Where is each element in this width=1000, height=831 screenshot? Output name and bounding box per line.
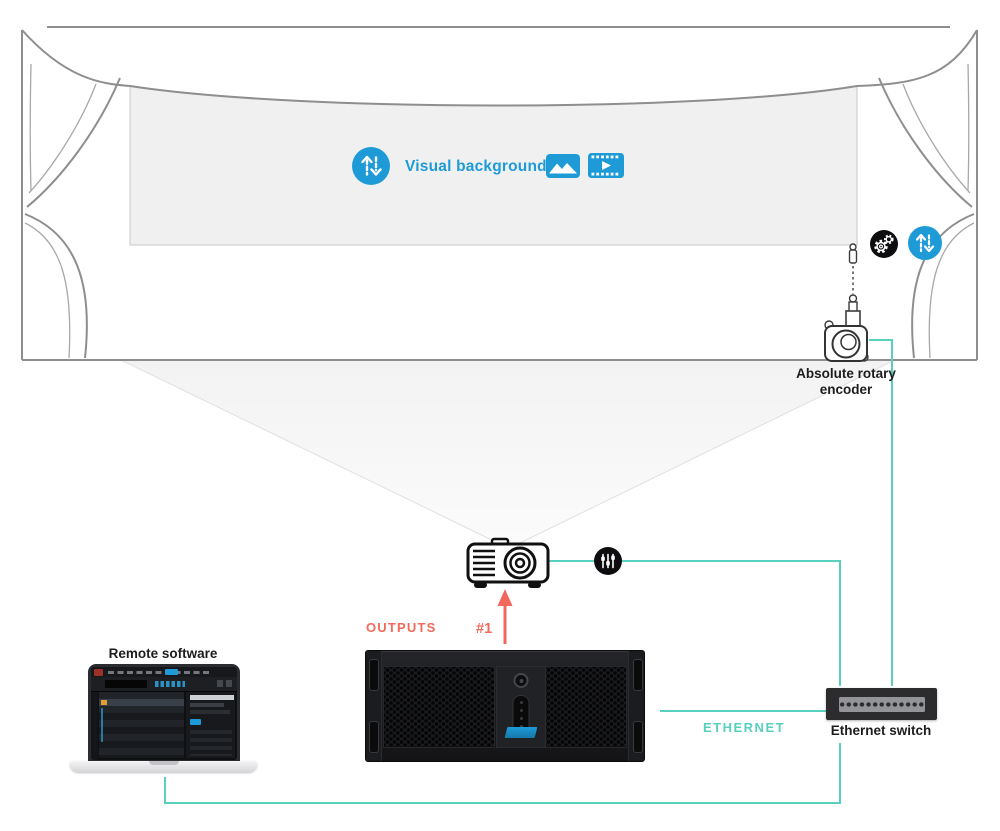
connection-switch-to-laptop [164,743,841,804]
rack-rail-right [628,651,644,761]
laptop-base [70,761,257,772]
property-field [190,710,230,714]
laptop-notch [148,761,179,765]
connection-encoder-to-switch [869,339,893,686]
visual-background-label: Visual background [405,158,547,175]
projector-icon [466,537,550,588]
ethernet-label: ETHERNET [703,720,786,735]
cue-row-selected [99,699,184,706]
tool-rail [91,692,98,760]
image-icon [546,154,580,178]
stage-frame [21,26,978,360]
time-display [105,680,147,688]
rack-handle [633,721,643,753]
properties-panel [186,692,235,758]
rack-mesh-left [383,666,495,748]
valance-curtain [21,29,978,107]
laptop-screen [88,664,240,763]
cue-list-fader [100,708,103,742]
laptop [70,664,257,774]
app-menubar [91,667,237,677]
menu-item-active [165,669,178,675]
app-logo [94,669,103,676]
connection-projector-to-switch [548,560,841,686]
rotary-encoder-icon [824,243,869,362]
media-server [365,650,645,762]
gears-icon [870,230,898,258]
projection-beam [122,360,894,544]
rack-handle [633,659,643,691]
lock-icon [513,673,529,688]
rack-center-panel [496,666,546,748]
up-down-arrows-icon [908,226,942,260]
menu-items [108,671,212,674]
rack-mesh-right [544,666,627,748]
rack-handle [369,721,379,753]
remote-software-ui [91,667,237,760]
sliders-icon [594,547,622,575]
left-curtain [24,63,121,359]
ethernet-switch-label: Ethernet switch [830,723,932,738]
property-field [190,695,234,700]
switch-ports [839,697,925,712]
transport-buttons [217,680,233,687]
outputs-label: OUTPUTS [366,620,437,635]
transport-bar [91,677,237,692]
timecode-digits [155,681,185,687]
output-number-label: #1 [476,621,493,637]
remote-software-label: Remote software [108,646,218,661]
server-brand-logo [504,727,538,738]
property-field [190,703,224,707]
encoder-label: Absolute rotary encoder [796,366,896,397]
up-down-arrows-icon [352,147,390,185]
film-icon [588,153,624,178]
rack-button-strip [512,695,530,733]
property-rows [190,730,232,756]
rack-rail-left [366,651,382,761]
cue-number-chip [101,700,107,705]
ethernet-switch [826,688,937,720]
right-curtain [878,63,975,359]
output-arrow [497,589,513,644]
rack-handle [369,659,379,691]
panel-button [190,719,201,725]
network-connections [164,339,893,804]
cue-list [99,692,184,758]
